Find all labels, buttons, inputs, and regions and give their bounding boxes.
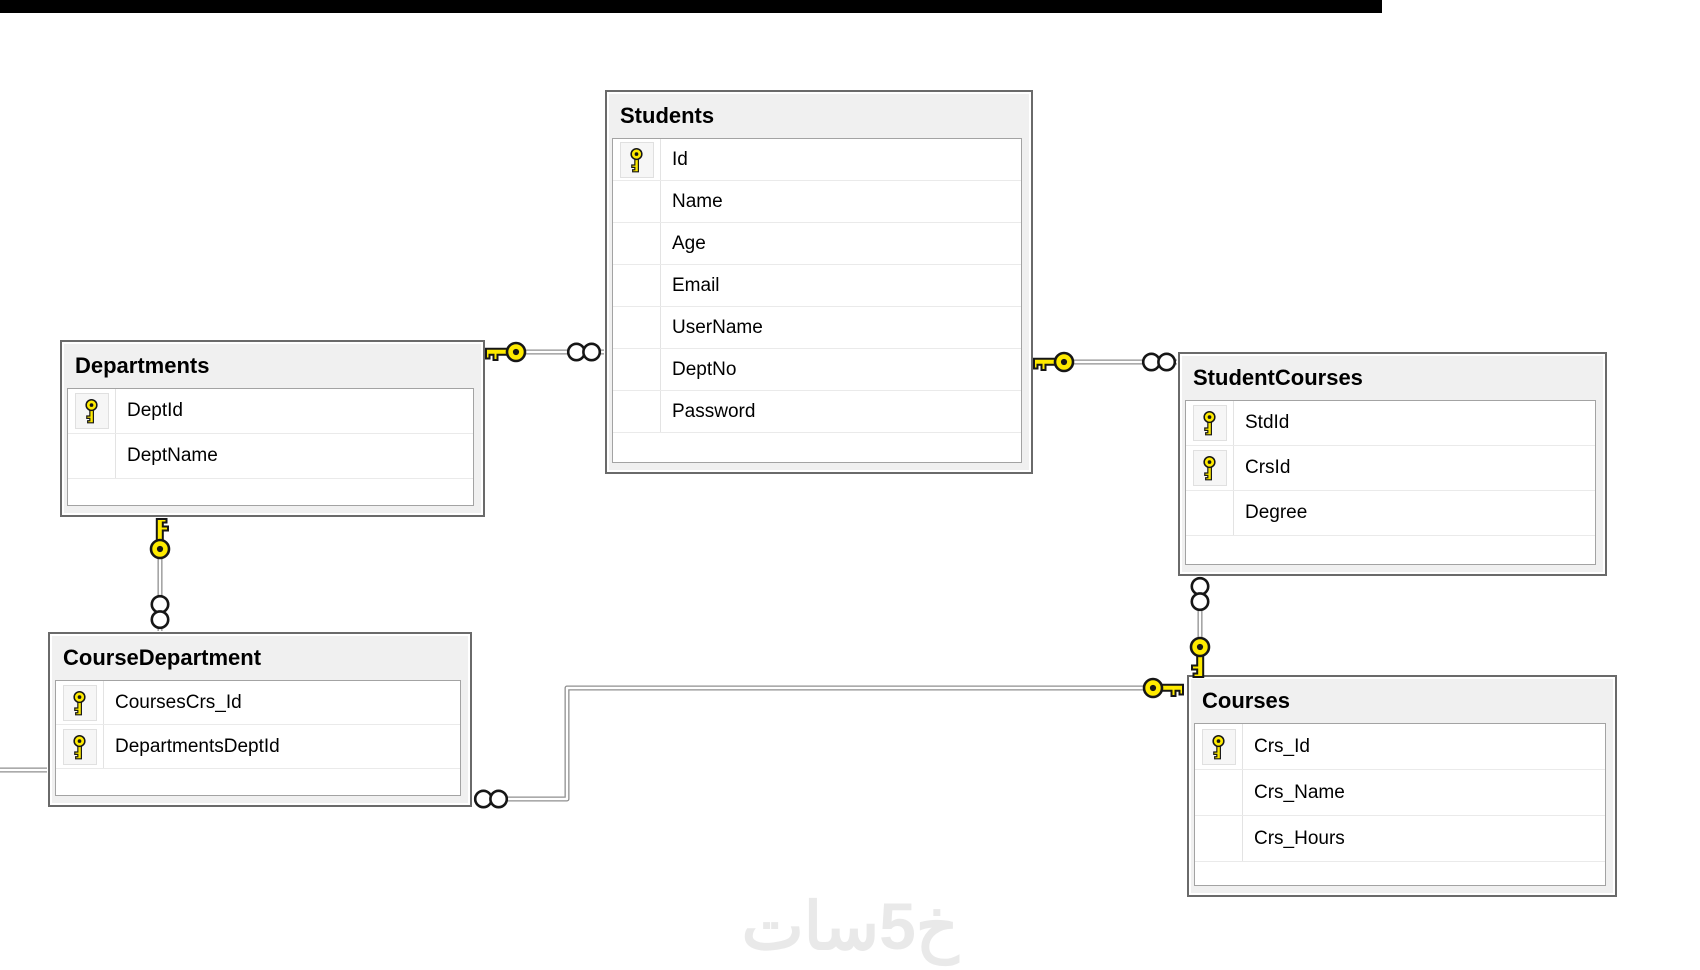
field-row[interactable]: CrsId bbox=[1186, 446, 1595, 491]
table-courses-rows: Crs_Id Crs_Name Crs_Hours bbox=[1194, 723, 1606, 886]
pk-cell bbox=[56, 725, 104, 768]
table-departments-rows: DeptId DeptName bbox=[67, 388, 474, 506]
field-name: Password bbox=[672, 400, 756, 422]
field-row[interactable]: Crs_Hours bbox=[1195, 816, 1605, 862]
field-name: DeptId bbox=[127, 400, 183, 421]
field-row[interactable]: Crs_Name bbox=[1195, 770, 1605, 816]
pk-cell bbox=[68, 389, 116, 433]
field-name: Degree bbox=[1245, 502, 1308, 523]
pk-cell bbox=[1186, 491, 1234, 535]
table-coursedepartment-rows: CoursesCrs_Id DepartmentsDeptId bbox=[55, 680, 461, 796]
infinity-end-icon bbox=[150, 594, 170, 630]
pk-cell bbox=[1186, 446, 1234, 490]
infinity-end-icon bbox=[1141, 352, 1177, 372]
field-name: UserName bbox=[672, 316, 763, 338]
pk-cell bbox=[68, 434, 116, 478]
field-name: DeptNo bbox=[672, 358, 737, 380]
table-coursedepartment[interactable]: CourseDepartment CoursesCrs_Id Departmen… bbox=[48, 632, 472, 807]
field-row[interactable]: Crs_Id bbox=[1195, 724, 1605, 770]
relationship-courses-studentcourses[interactable] bbox=[1189, 576, 1211, 679]
pk-cell bbox=[613, 391, 661, 432]
infinity-end-icon bbox=[1190, 576, 1210, 612]
connector-line bbox=[474, 686, 1153, 801]
field-row[interactable]: Id bbox=[613, 139, 1021, 181]
key-end-icon bbox=[1142, 677, 1185, 699]
field-name: Age bbox=[672, 232, 706, 254]
field-name: CoursesCrs_Id bbox=[115, 691, 242, 713]
table-students-rows: Id Name Age Email UserName DeptNo Passwo… bbox=[612, 138, 1022, 463]
key-end-icon bbox=[1032, 351, 1075, 373]
field-name: Crs_Id bbox=[1254, 735, 1310, 757]
field-row[interactable]: Email bbox=[613, 265, 1021, 307]
connector-line[interactable] bbox=[474, 685, 1153, 802]
field-name: Crs_Name bbox=[1254, 781, 1345, 803]
field-row[interactable]: Age bbox=[613, 223, 1021, 265]
pk-cell bbox=[613, 139, 661, 180]
pk-cell bbox=[1195, 724, 1243, 769]
field-name: CrsId bbox=[1245, 457, 1291, 478]
field-row[interactable]: Degree bbox=[1186, 491, 1595, 536]
pk-cell bbox=[613, 181, 661, 222]
primary-key-icon bbox=[73, 734, 86, 760]
relationship-students-studentcourses[interactable] bbox=[1032, 351, 1177, 373]
table-title-students[interactable]: Students bbox=[620, 103, 715, 128]
field-name: Name bbox=[672, 190, 723, 212]
primary-key-icon bbox=[85, 399, 98, 424]
primary-key-icon bbox=[1203, 411, 1216, 436]
pk-cell bbox=[1195, 816, 1243, 861]
watermark: خ5سات bbox=[741, 889, 959, 963]
field-name: StdId bbox=[1245, 412, 1290, 433]
relationship-departments-students[interactable] bbox=[484, 341, 604, 363]
field-row[interactable]: Name bbox=[613, 181, 1021, 223]
table-students[interactable]: Students Id Name Age Email UserName Dept… bbox=[605, 90, 1033, 474]
pk-cell bbox=[1195, 770, 1243, 815]
relationship-departments-coursedepartment[interactable] bbox=[149, 517, 171, 631]
field-row[interactable]: CoursesCrs_Id bbox=[56, 681, 460, 725]
field-row[interactable]: StdId bbox=[1186, 401, 1595, 446]
primary-key-icon bbox=[1212, 734, 1225, 760]
top-black-bar bbox=[0, 0, 1382, 13]
infinity-end-icon bbox=[473, 789, 509, 809]
table-title-studentcourses[interactable]: StudentCourses bbox=[1193, 365, 1363, 390]
infinity-end-icon bbox=[566, 342, 602, 362]
field-name: DepartmentsDeptId bbox=[115, 735, 280, 757]
pk-cell bbox=[613, 349, 661, 390]
table-title-courses[interactable]: Courses bbox=[1202, 688, 1291, 713]
key-end-icon bbox=[149, 517, 171, 560]
table-courses[interactable]: Courses Crs_Id Crs_Name Crs_Hours bbox=[1187, 675, 1617, 897]
table-departments[interactable]: Departments DeptId DeptName bbox=[60, 340, 485, 517]
primary-key-icon bbox=[1203, 456, 1216, 481]
table-studentcourses[interactable]: StudentCourses StdId CrsId Degree bbox=[1178, 352, 1607, 576]
table-title-departments[interactable]: Departments bbox=[75, 353, 210, 378]
relationship-courses-coursedepartment[interactable] bbox=[473, 677, 1185, 809]
key-end-icon bbox=[484, 341, 527, 363]
field-name: Id bbox=[672, 148, 688, 170]
primary-key-icon bbox=[73, 690, 86, 716]
primary-key-icon bbox=[630, 147, 643, 173]
field-row[interactable]: DeptNo bbox=[613, 349, 1021, 391]
pk-cell bbox=[613, 223, 661, 264]
pk-cell bbox=[56, 681, 104, 724]
pk-cell bbox=[1186, 401, 1234, 445]
pk-cell bbox=[613, 307, 661, 348]
key-end-icon bbox=[1189, 636, 1211, 679]
field-row[interactable]: DepartmentsDeptId bbox=[56, 725, 460, 769]
field-row[interactable]: DeptName bbox=[68, 434, 473, 479]
field-name: DeptName bbox=[127, 445, 218, 466]
field-row[interactable]: UserName bbox=[613, 307, 1021, 349]
table-studentcourses-rows: StdId CrsId Degree bbox=[1185, 400, 1596, 565]
field-name: Crs_Hours bbox=[1254, 827, 1345, 849]
field-row[interactable]: DeptId bbox=[68, 389, 473, 434]
table-title-coursedepartment[interactable]: CourseDepartment bbox=[63, 645, 262, 670]
field-row[interactable]: Password bbox=[613, 391, 1021, 433]
field-name: Email bbox=[672, 274, 720, 296]
pk-cell bbox=[613, 265, 661, 306]
